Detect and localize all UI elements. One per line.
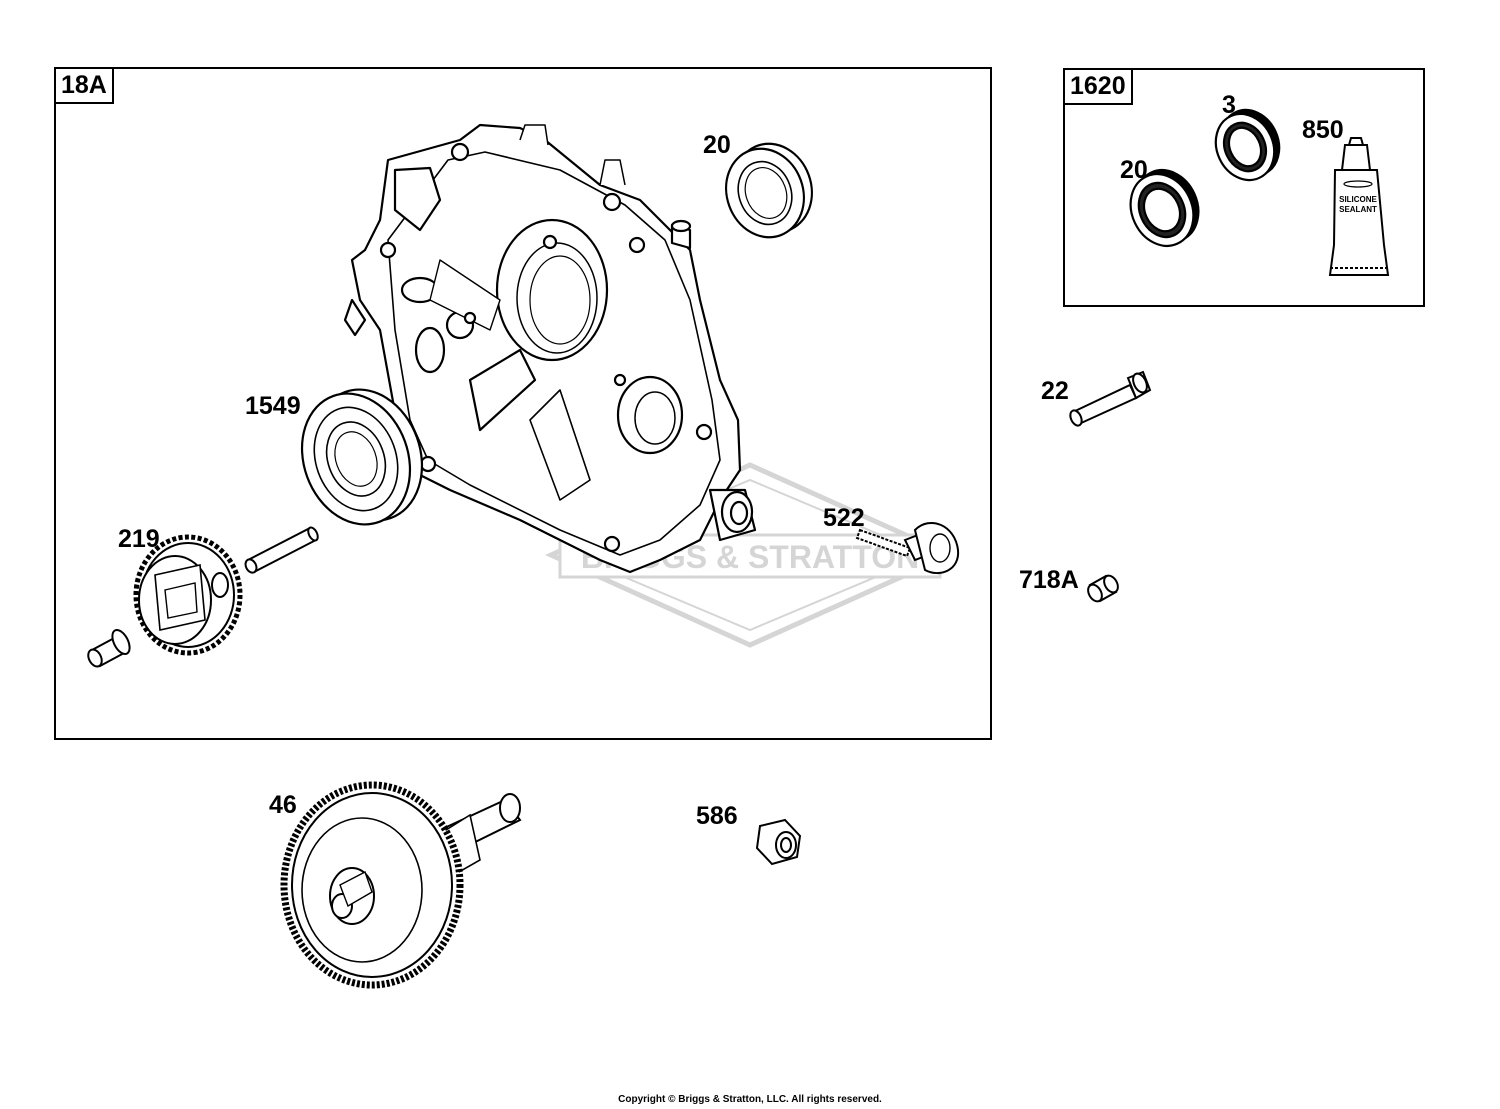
callout-219: 219: [118, 525, 160, 553]
nut-586: [755, 818, 802, 866]
callout-3: 3: [1222, 91, 1236, 119]
dipstick-522: [855, 521, 960, 575]
sealant-label-line1: SILICONE: [1339, 195, 1377, 204]
oil-seal-20-kit: [1129, 169, 1200, 247]
callout-22: 22: [1041, 377, 1069, 405]
bolt-22: [1069, 370, 1152, 427]
group-frame-18a: [54, 67, 992, 740]
sealant-label-line2: SEALANT: [1339, 205, 1377, 214]
governor-pin: [87, 628, 131, 668]
copyright-notice: Copyright © Briggs & Stratton, LLC. All …: [618, 1094, 882, 1105]
callout-718a: 718A: [1019, 566, 1079, 594]
callout-1549: 1549: [245, 392, 301, 420]
oil-seal-3-kit: [1214, 108, 1281, 182]
dowel-pin-718a: [1087, 574, 1119, 603]
crankcase-cover: [343, 123, 757, 574]
callout-586: 586: [696, 802, 738, 830]
governor-gear-219: [133, 534, 243, 656]
group-frame-1620: [1063, 68, 1425, 307]
camshaft-gear-46: [280, 781, 522, 989]
oil-seal-20: [725, 142, 813, 239]
callout-850: 850: [1302, 116, 1344, 144]
callout-46: 46: [269, 791, 297, 819]
callout-522: 522: [823, 504, 865, 532]
callout-20-kit-seal: 20: [1120, 156, 1148, 184]
ball-bearing-1549: [300, 388, 424, 526]
callout-20-cover-seal: 20: [703, 131, 731, 159]
governor-shaft: [244, 526, 319, 574]
group-label-18a: 18A: [54, 67, 114, 104]
group-label-1620: 1620: [1063, 68, 1133, 105]
sealant-tube-850: [1328, 137, 1390, 276]
